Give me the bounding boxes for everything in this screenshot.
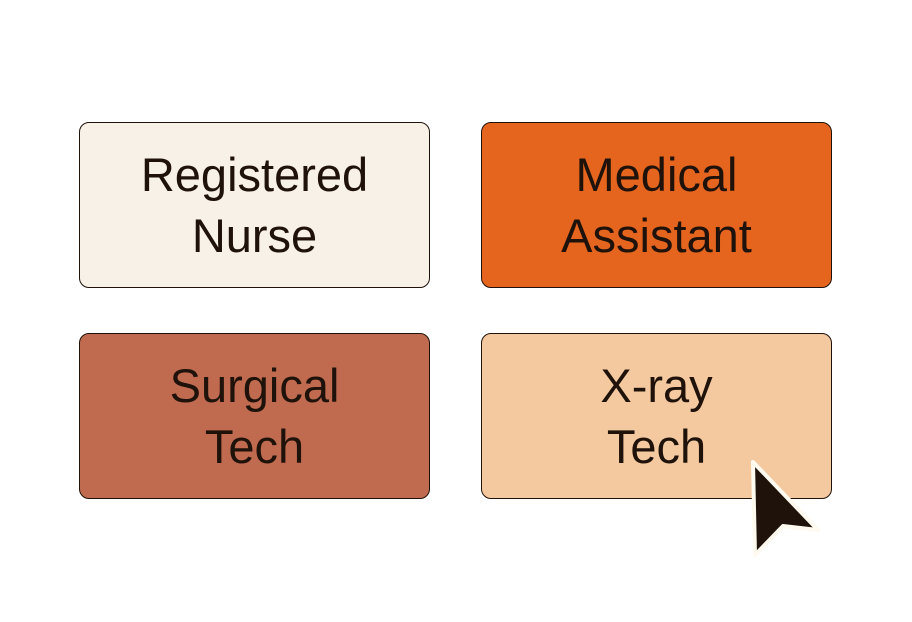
option-label-line2: Tech — [204, 420, 305, 473]
option-surgical-tech[interactable]: Surgical Tech — [79, 333, 430, 499]
option-label-line1: Medical — [575, 148, 738, 201]
option-label-line2: Tech — [606, 420, 707, 473]
option-medical-assistant[interactable]: Medical Assistant — [481, 122, 832, 288]
option-xray-tech[interactable]: X-ray Tech — [481, 333, 832, 499]
option-label-line2: Nurse — [191, 209, 318, 262]
option-registered-nurse[interactable]: Registered Nurse — [79, 122, 430, 288]
mouse-pointer-icon — [751, 460, 820, 557]
option-label-line1: Registered — [140, 148, 369, 201]
option-label-line2: Assistant — [561, 209, 752, 262]
option-label-line1: Surgical — [169, 359, 340, 412]
option-label-line1: X-ray — [600, 359, 713, 412]
